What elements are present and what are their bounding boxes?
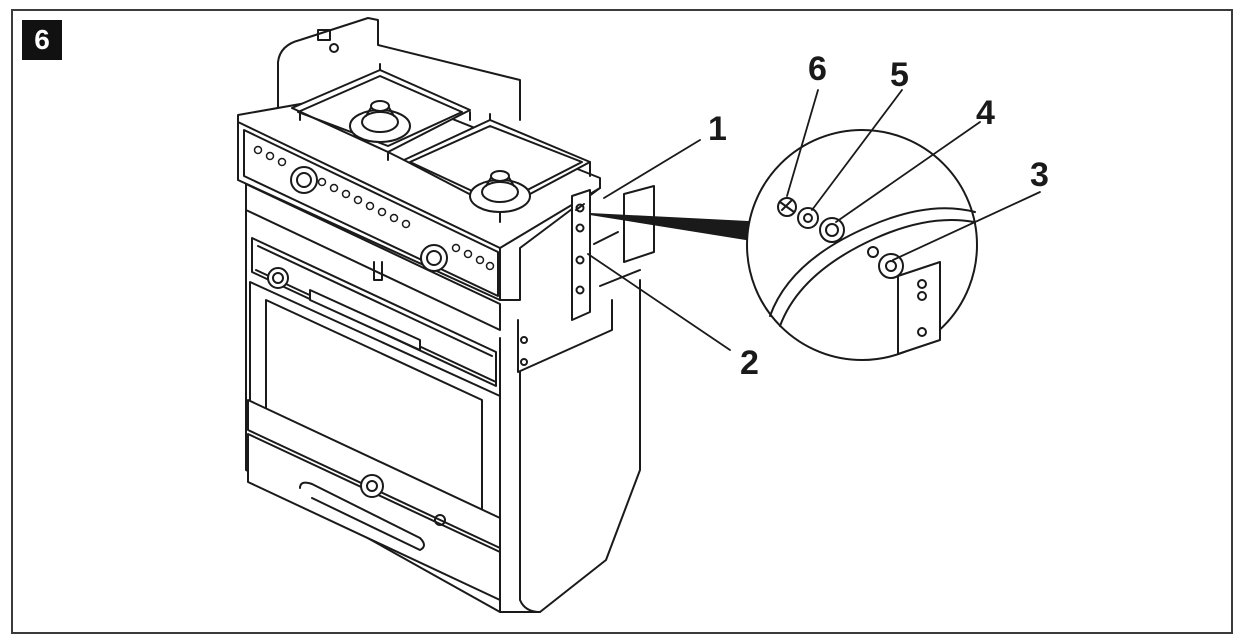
callout-6: 6 bbox=[808, 50, 827, 88]
callout-1: 1 bbox=[708, 110, 727, 148]
oven-door bbox=[249, 237, 501, 541]
magnifier-pointer bbox=[589, 213, 753, 241]
callout-5: 5 bbox=[890, 56, 909, 94]
wall-mounting-plate bbox=[623, 185, 655, 263]
callout-labels: 1 2 3 4 5 6 bbox=[708, 50, 1049, 382]
detail-magnified-view bbox=[746, 129, 978, 361]
mounting-bracket bbox=[517, 189, 641, 373]
leader-lines bbox=[587, 89, 1041, 351]
burner-control-knobs bbox=[290, 166, 448, 272]
control-dots bbox=[253, 145, 495, 271]
callout-4: 4 bbox=[976, 94, 995, 132]
figure-number-badge: 6 bbox=[22, 20, 62, 60]
callout-2: 2 bbox=[740, 344, 759, 382]
burners bbox=[349, 100, 531, 213]
callout-3: 3 bbox=[1030, 156, 1049, 194]
grill-drawer bbox=[247, 399, 501, 601]
